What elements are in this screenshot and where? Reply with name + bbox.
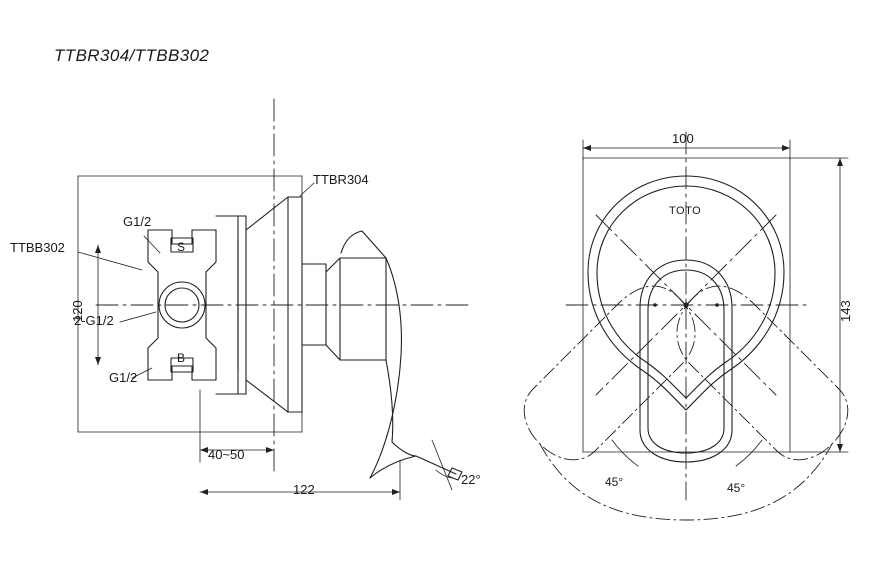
dimension-122	[199, 459, 401, 501]
label-ttbr304: TTBR304	[313, 172, 369, 187]
valve-ports	[170, 237, 194, 373]
label-dim-143: 143	[838, 300, 853, 322]
dimension-143	[789, 157, 849, 453]
dimension-40-50	[199, 389, 275, 463]
label-ttbb302: TTBB302	[10, 240, 65, 255]
label-angle-45-right: 45°	[727, 481, 746, 495]
handle-rotation-left	[523, 285, 696, 461]
label-dim-120: 120	[70, 300, 85, 322]
label-cold-mark: B	[177, 351, 186, 365]
valve-hub-inner	[164, 287, 200, 323]
label-g12-bottom: G1/2	[109, 370, 138, 385]
dimension-120	[95, 244, 101, 366]
angle-22-leader	[431, 439, 453, 491]
handle-rotation-right	[676, 285, 849, 461]
handle-lever	[340, 230, 463, 481]
cartridge-body	[301, 257, 387, 361]
label-hot-mark: S	[177, 240, 186, 254]
rotation-arc	[539, 443, 833, 521]
center-marks	[653, 302, 719, 308]
label-dim-122: 122	[293, 482, 315, 497]
label-dim-100: 100	[672, 131, 694, 146]
valve-body-outline	[147, 229, 217, 381]
label-angle-45-left: 45°	[605, 475, 624, 489]
label-angle-22: 22°	[461, 472, 481, 487]
label-dim-40-50: 40~50	[208, 447, 245, 462]
page-title: TTBR304/TTBB302	[54, 46, 210, 65]
dimension-100	[582, 139, 791, 161]
angle-45-arcs	[611, 439, 763, 467]
label-brand-toto: TOTO	[669, 205, 702, 217]
left-leader-lines	[77, 182, 315, 379]
label-g12-top: G1/2	[123, 214, 152, 229]
right-centerlines	[565, 131, 807, 501]
valve-hub-outer	[158, 281, 206, 329]
escutcheon-cover	[245, 196, 303, 413]
left-dimension-frame	[77, 175, 303, 433]
flange-plate	[215, 215, 247, 395]
label-2-g12: 2-G1/2	[74, 313, 114, 328]
